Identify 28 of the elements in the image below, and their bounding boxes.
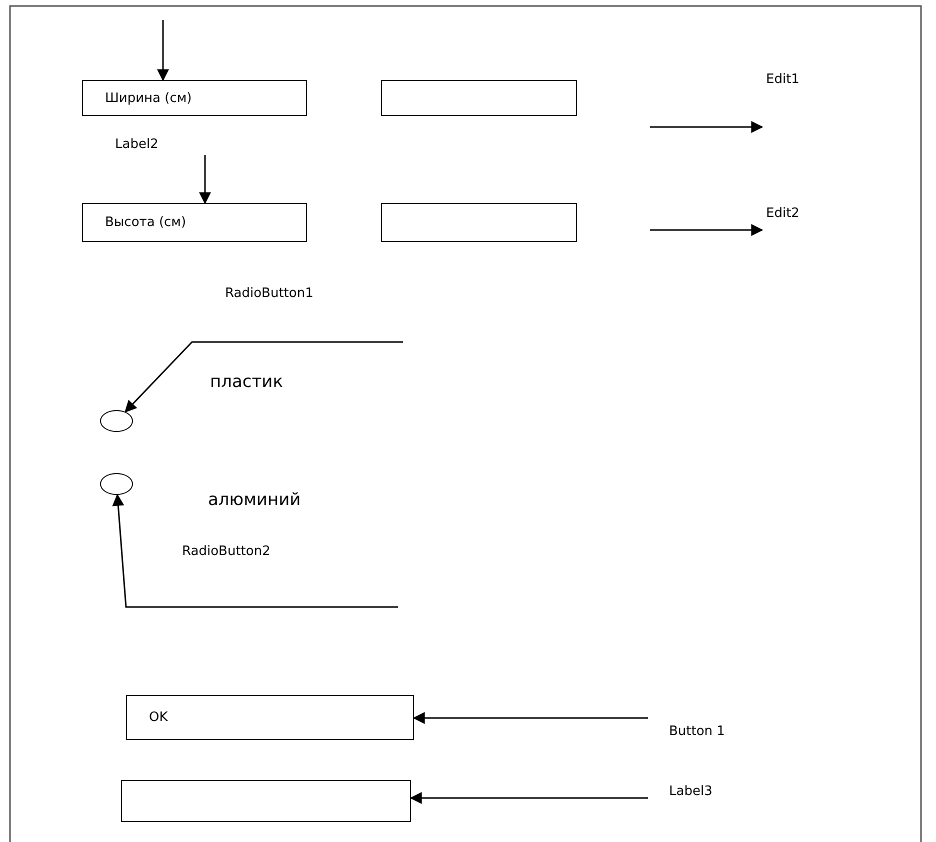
empty-field [381, 203, 577, 242]
radio-circle [100, 410, 133, 432]
component-label: Label2 [115, 136, 158, 152]
box-text: Высота (см) [105, 215, 186, 230]
component-label: пластик [210, 372, 283, 392]
component-label: Button 1 [669, 724, 725, 738]
component-label: Edit1 [766, 72, 800, 87]
empty-field [381, 80, 577, 116]
radio-circle [100, 473, 133, 495]
component-label: RadioButton2 [182, 544, 270, 558]
labeled-box [82, 80, 307, 116]
arrow [650, 121, 764, 133]
arrow [410, 792, 648, 804]
component-label: алюминий [208, 490, 301, 510]
arrow [112, 494, 398, 608]
empty-field [121, 780, 411, 822]
arrow [124, 341, 403, 413]
component-label: RadioButton1 [225, 286, 314, 300]
component-label: Edit2 [766, 206, 800, 221]
component-label: Label3 [669, 784, 712, 798]
labeled-box [126, 695, 414, 740]
arrow [650, 224, 764, 236]
arrow [199, 155, 211, 204]
arrow [412, 712, 648, 724]
box-text: Ширина (см) [105, 90, 192, 106]
labeled-box [82, 203, 307, 242]
box-text: OK [149, 710, 168, 725]
arrow [157, 20, 169, 82]
